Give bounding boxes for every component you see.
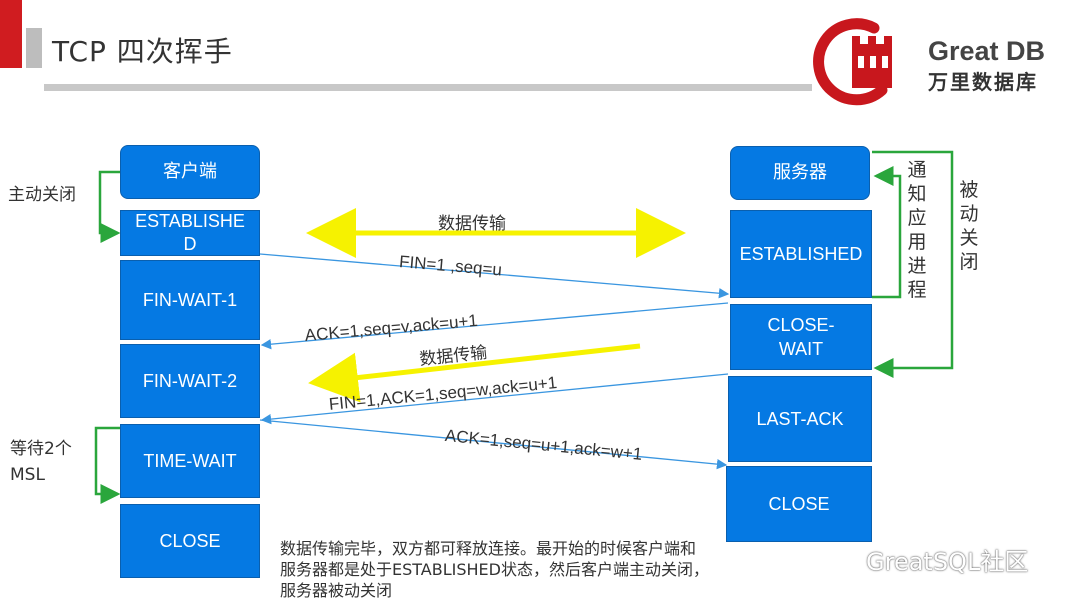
- server-state-close-wait: CLOSE-WAIT: [730, 304, 872, 370]
- company-logo: Great DB 万里数据库: [812, 0, 1080, 110]
- ack1-arrow: [260, 302, 729, 350]
- page-title: TCP 四次挥手: [52, 35, 233, 68]
- ack2-arrow: [259, 419, 728, 470]
- server-state-close: CLOSE: [726, 466, 872, 542]
- msl-bracket: [94, 426, 121, 504]
- notify-app-bracket: [872, 166, 902, 299]
- fin2-arrow: [260, 373, 729, 425]
- logo-brand-cn: 万里数据库: [928, 70, 1038, 94]
- title-tab: [26, 28, 42, 68]
- greatdb-logo-icon: [813, 18, 892, 106]
- client-state-close: CLOSE: [120, 504, 260, 578]
- description-note: 数据传输完毕，双方都可释放连接。最开始的时候客户端和服务器都是处于ESTABLI…: [280, 539, 709, 600]
- title-accent-bar: [0, 0, 22, 68]
- passive-close-label: 被动关闭: [959, 179, 979, 273]
- server-state-last-ack: LAST-ACK: [728, 376, 872, 462]
- active-close-label: 主动关闭: [8, 185, 76, 205]
- server-header: 服务器: [730, 146, 870, 200]
- active-close-bracket: [98, 170, 121, 243]
- title-underline: [44, 84, 814, 91]
- client-state-established: ESTABLISHED: [120, 210, 260, 256]
- wechat-icon: [822, 542, 860, 574]
- passive-close-bracket: [872, 150, 954, 378]
- data-transfer-arrow-2: [308, 343, 641, 403]
- client-state-fin-wait-1: FIN-WAIT-1: [120, 260, 260, 340]
- client-state-time-wait: TIME-WAIT: [120, 424, 260, 498]
- notify-app-label: 通知应用进程: [907, 159, 927, 301]
- client-state-fin-wait-2: FIN-WAIT-2: [120, 344, 260, 418]
- client-header: 客户端: [120, 145, 260, 199]
- fin1-arrow: [259, 253, 730, 299]
- server-state-established: ESTABLISHED: [730, 210, 872, 298]
- data-transfer-label-1: 数据传输: [438, 214, 506, 234]
- watermark-text: GreatSQL社区: [866, 548, 1029, 576]
- wait-msl-label: 等待2个MSL: [10, 439, 72, 485]
- logo-brand-text: Great DB: [928, 36, 1046, 66]
